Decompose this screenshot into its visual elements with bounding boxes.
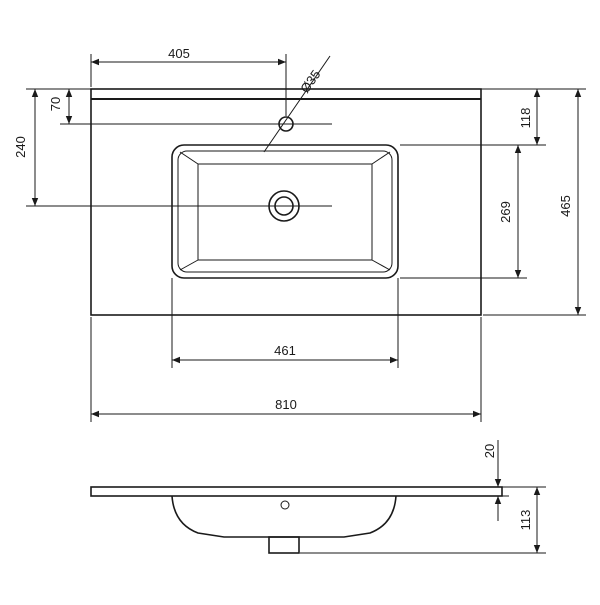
bowl-chamfer-bl — [179, 259, 199, 271]
dim-front-to-drain: 240 — [13, 89, 39, 206]
side-view — [90, 486, 503, 554]
dim-overall-height: 113 — [300, 486, 546, 554]
side-waste-outlet — [268, 536, 300, 554]
dim-back-to-tap: 118 — [400, 88, 586, 146]
dim-label-113: 113 — [518, 510, 533, 531]
dim-label-810: 810 — [275, 397, 297, 412]
bowl-rim — [177, 150, 393, 273]
bowl-outer — [171, 144, 399, 279]
bowl-base — [197, 163, 373, 261]
dim-label-118: 118 — [518, 108, 533, 129]
dim-front-to-tap: 70 — [26, 88, 91, 124]
dim-bowl-depth: 269 — [400, 145, 527, 279]
dim-overall-depth: 465 — [483, 89, 586, 316]
dim-bowl-width: 461 — [171, 278, 399, 368]
dim-overall-width: 810 — [90, 317, 482, 422]
bowl-chamfer-tl — [179, 151, 199, 165]
bowl-chamfer-br — [371, 259, 391, 271]
bowl-chamfer-tr — [371, 151, 391, 165]
dim-top-thickness: 20 — [481, 440, 509, 521]
countertop-outline — [90, 88, 482, 316]
dim-label-465: 465 — [558, 195, 573, 217]
dim-label-70: 70 — [48, 97, 63, 111]
dim-top-width: 405 — [90, 46, 287, 116]
dim-label-461: 461 — [274, 343, 296, 358]
side-bowl-profile — [171, 495, 397, 538]
dim-label-269: 269 — [498, 201, 513, 223]
dim-tap-diameter: Ø35 — [263, 55, 331, 153]
side-countertop — [90, 486, 503, 497]
side-tap-hole — [280, 500, 290, 510]
dim-label-405: 405 — [168, 46, 190, 61]
dim-label-240: 240 — [13, 136, 28, 158]
dim-label-20: 20 — [482, 444, 497, 458]
plan-view — [26, 88, 482, 316]
